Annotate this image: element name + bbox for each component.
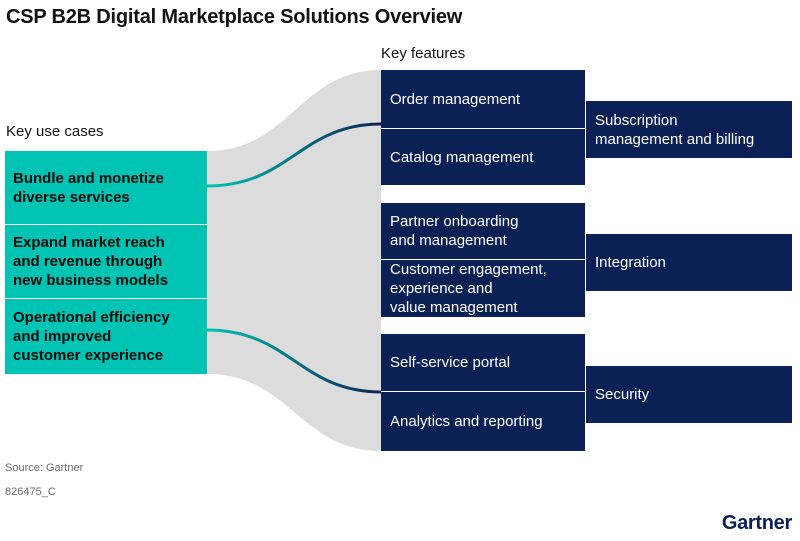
feature-analytics-reporting: Analytics and reporting xyxy=(381,392,585,451)
source-note: Source: Gartner xyxy=(5,462,84,474)
figure-id: 826475_C xyxy=(5,486,56,498)
key-use-cases-label: Key use cases xyxy=(6,123,104,140)
ribbon xyxy=(207,70,381,451)
outcome-label: Integration xyxy=(595,254,666,271)
key-features-label: Key features xyxy=(381,45,466,62)
feature-label: Analytics and reporting xyxy=(390,413,543,430)
use-case-efficiency: Operational efficiency and improved cust… xyxy=(5,299,207,374)
use-case-label: Expand market reach and revenue through … xyxy=(13,234,169,289)
feature-partner-onboarding: Partner onboarding and management xyxy=(381,203,585,259)
feature-catalog-management: Catalog management xyxy=(381,129,585,185)
feature-label: Catalog management xyxy=(390,148,534,166)
outcome-label: Subscription management and billing xyxy=(595,111,755,148)
outcome-label: Security xyxy=(595,386,650,403)
outcome-integration: Integration xyxy=(586,234,792,291)
page-title: CSP B2B Digital Marketplace Solutions Ov… xyxy=(6,6,463,28)
gartner-logo: Gartner xyxy=(721,512,792,534)
use-case-expand: Expand market reach and revenue through … xyxy=(5,225,207,298)
feature-self-service-portal: Self-service portal xyxy=(381,334,585,391)
connector-line-1 xyxy=(206,122,382,188)
feature-label: Partner onboarding and management xyxy=(390,213,519,249)
outcome-subscription-billing: Subscription management and billing xyxy=(586,101,792,158)
feature-label: Self-service portal xyxy=(390,354,511,371)
feature-label: Customer engagement, experience and valu… xyxy=(390,261,547,316)
feature-order-management: Order management xyxy=(381,70,585,128)
use-case-label: Operational efficiency and improved cust… xyxy=(13,309,170,364)
feature-label: Order management xyxy=(390,90,521,108)
use-case-label: Bundle and monetize diverse services xyxy=(13,169,164,206)
use-case-bundle: Bundle and monetize diverse services xyxy=(5,151,207,224)
connector-line-3 xyxy=(206,328,382,394)
feature-customer-engagement: Customer engagement, experience and valu… xyxy=(381,260,585,317)
outcome-security: Security xyxy=(586,366,792,423)
